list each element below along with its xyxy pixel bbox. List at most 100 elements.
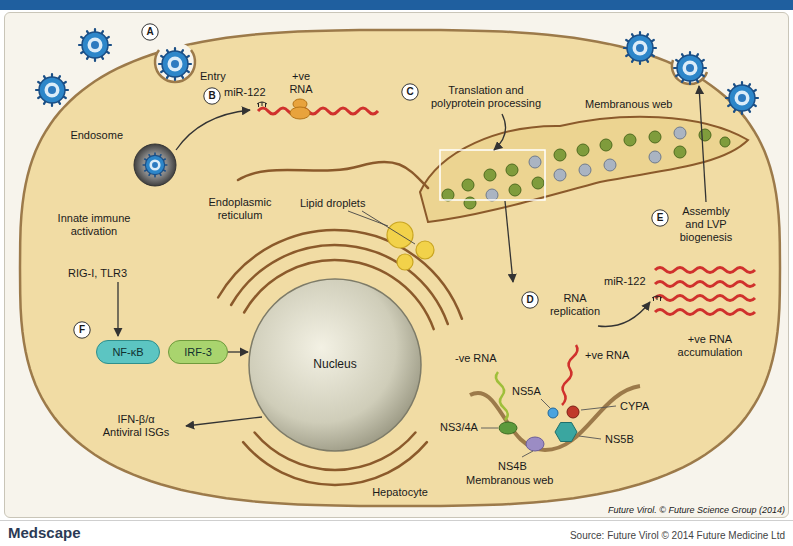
positive-rna-strand xyxy=(258,108,378,114)
callout-letter: E xyxy=(651,209,669,227)
membranous-web xyxy=(554,169,566,181)
membranous-web xyxy=(577,144,589,156)
replication-complex xyxy=(470,345,640,451)
rna-accumulation xyxy=(655,282,755,287)
protein-label: NS4B xyxy=(498,460,527,473)
rna-accumulation xyxy=(655,268,755,273)
process-arrow xyxy=(505,201,513,282)
publisher-logo: Medscape xyxy=(8,524,81,542)
membranous-web xyxy=(649,151,661,163)
endosome: Endosome xyxy=(133,143,177,187)
rna-label: +ve RNA xyxy=(585,349,629,362)
rna-label: +ve RNA accumulation xyxy=(668,333,752,359)
membranous-web xyxy=(699,129,711,141)
process-label: Assembly and LVP biogenesis xyxy=(674,205,738,244)
replication-complex xyxy=(499,422,517,434)
callout-letter: E xyxy=(657,212,664,224)
budding-virus xyxy=(624,32,758,114)
node-text: NF-κB xyxy=(112,346,143,359)
callout-letter: B xyxy=(203,87,221,105)
process-arrow xyxy=(176,110,250,150)
process-label: Entry xyxy=(200,70,226,83)
process-label: RNA replication xyxy=(543,292,607,318)
output-label: IFN-β/α Antiviral ISGs xyxy=(100,413,172,439)
process-arrow xyxy=(494,114,506,150)
membranous-web xyxy=(442,189,454,201)
positive-rna-strand xyxy=(257,102,267,107)
replication-complex xyxy=(470,386,640,450)
node-text: IRF-3 xyxy=(184,346,212,359)
membranous-web xyxy=(624,134,636,146)
callout-letter: A xyxy=(146,26,153,38)
callout-letter: A xyxy=(141,23,159,41)
membranous-web xyxy=(464,197,476,209)
budding-virus xyxy=(726,82,758,114)
callout-letter: F xyxy=(73,321,91,339)
membranous-web xyxy=(484,169,496,181)
entry-pit xyxy=(155,42,195,82)
process-arrow xyxy=(699,86,706,202)
leader-line xyxy=(362,211,415,244)
membranous-web xyxy=(509,184,521,196)
leader-line xyxy=(481,399,616,457)
replication-complex xyxy=(562,345,577,405)
structure-label: Lipid droplets xyxy=(300,197,365,210)
replication-complex xyxy=(567,406,579,418)
virus-particle xyxy=(36,29,111,106)
replication-complex xyxy=(526,437,544,451)
leader-line xyxy=(481,428,498,429)
lipid-droplet xyxy=(416,241,434,259)
positive-rna-strand xyxy=(290,107,310,119)
virus-particle xyxy=(36,74,68,106)
protein-label: NS5A xyxy=(512,385,541,398)
process-arrow xyxy=(117,282,118,336)
membranous-web xyxy=(532,177,544,189)
callout-letter: C xyxy=(401,83,419,101)
rna-accumulation xyxy=(655,268,755,315)
membranous-web xyxy=(486,127,686,201)
receptor-label: RIG-I, TLR3 xyxy=(68,267,127,280)
callout-letter: D xyxy=(526,294,533,306)
process-label: Translation and polyprotein processing xyxy=(423,84,549,110)
leader-line xyxy=(348,211,415,244)
callout-circle xyxy=(74,322,90,338)
membranous-web xyxy=(486,189,498,201)
replication-complex xyxy=(548,408,558,418)
membranous-web xyxy=(579,164,591,176)
irf3-pill: IRF-3 xyxy=(168,340,228,364)
rna-accumulation xyxy=(655,296,755,301)
callout-circle xyxy=(652,210,668,226)
protein-label: NS3/4A xyxy=(440,421,478,434)
rna-label: -ve RNA xyxy=(455,352,497,365)
structure-label: Endoplasmic reticulum xyxy=(198,196,282,222)
leader-line xyxy=(522,451,533,457)
figure-credit: Future Virol. © Future Science Group (20… xyxy=(608,505,785,516)
replication-complex xyxy=(555,423,577,442)
mirna-label: miR-122 xyxy=(604,275,646,288)
membranous-web xyxy=(674,146,686,158)
structure-label: Membranous web xyxy=(585,98,672,111)
entry-pit xyxy=(159,48,191,80)
process-arrow xyxy=(186,417,262,426)
nucleus: Nucleus xyxy=(248,278,422,452)
source-note: Source: Future Virol © 2014 Future Medic… xyxy=(570,530,785,542)
callout-circle xyxy=(402,84,418,100)
rna-label: +ve RNA xyxy=(283,70,319,96)
protein-label: NS5B xyxy=(605,433,634,446)
membranous-web xyxy=(420,117,748,222)
process-arrow xyxy=(598,302,650,327)
protein-label: CYPA xyxy=(620,400,649,413)
budding-virus xyxy=(672,48,708,84)
callout-circle xyxy=(142,24,158,40)
endosome-vesicle xyxy=(134,144,176,186)
entry-pit xyxy=(155,42,195,82)
node-text: Endosome xyxy=(70,129,123,142)
lipid-droplet xyxy=(387,222,434,270)
nfkb-pill: NF-κB xyxy=(96,340,160,364)
membranous-web xyxy=(442,129,730,209)
membranous-web xyxy=(554,149,566,161)
mir122-mark xyxy=(652,296,662,301)
mirna-label: miR-122 xyxy=(224,86,266,99)
